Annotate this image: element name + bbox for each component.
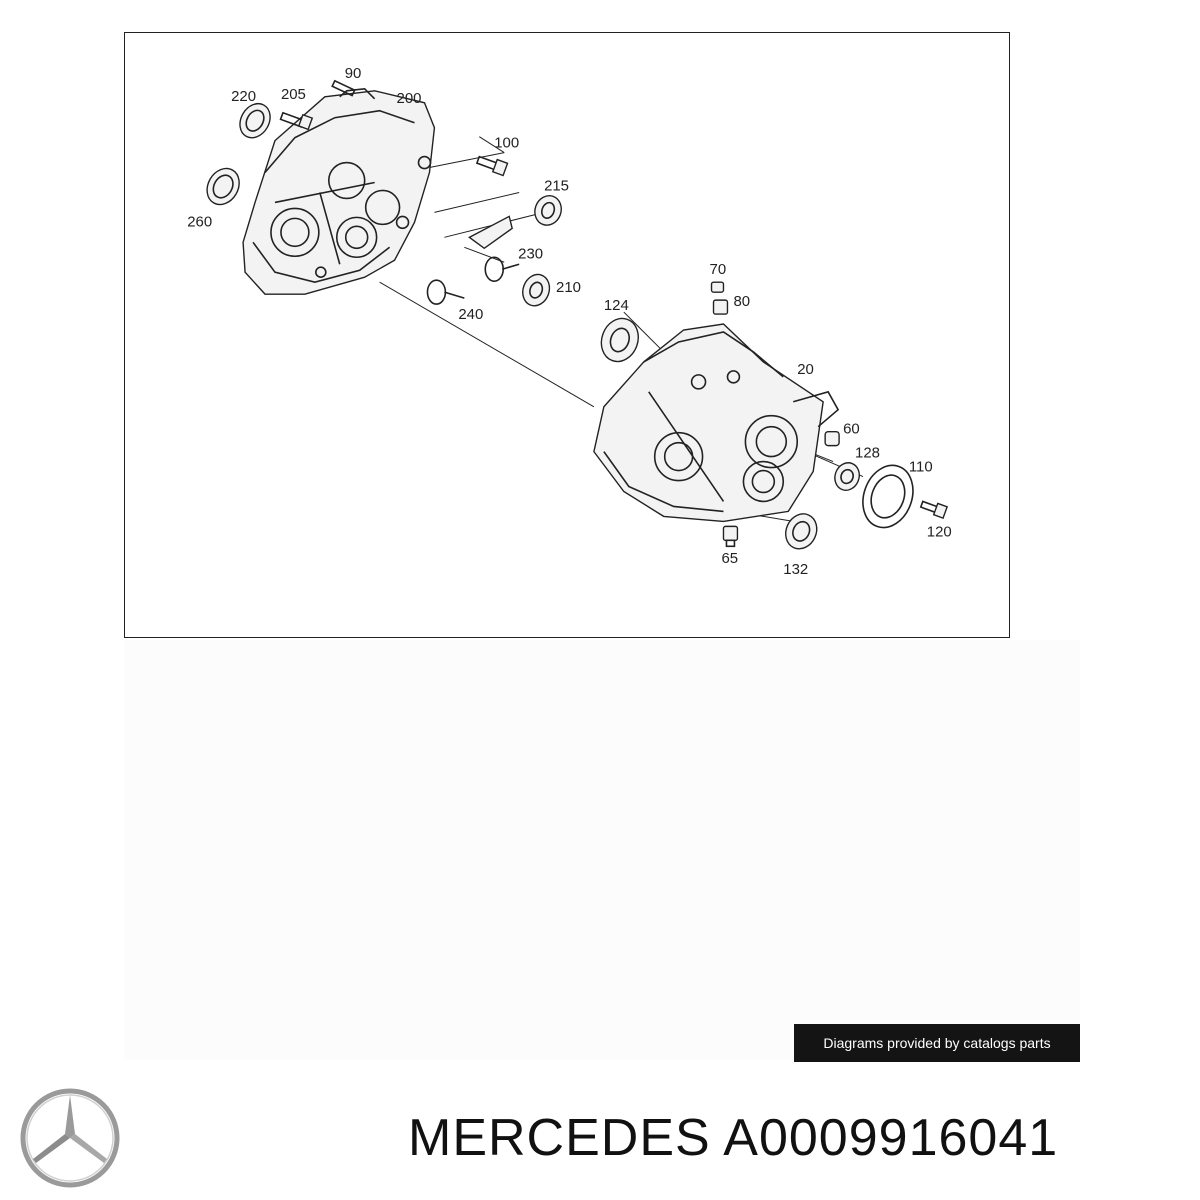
seal-220 xyxy=(239,102,271,139)
callout-230: 230 xyxy=(518,245,543,262)
callout-70: 70 xyxy=(710,261,727,278)
bearing-215 xyxy=(534,194,562,226)
pin-90 xyxy=(331,79,356,97)
background-panel xyxy=(124,640,1080,1060)
nut-65 xyxy=(722,525,739,548)
transmission-case-20 xyxy=(593,323,840,523)
shim-240 xyxy=(426,279,465,305)
sleeve-70 xyxy=(710,281,725,293)
callout-215: 215 xyxy=(544,177,569,194)
callout-110: 110 xyxy=(909,459,933,476)
cover-110 xyxy=(862,464,914,529)
callout-210: 210 xyxy=(556,279,581,296)
plate-230 xyxy=(468,215,520,282)
mercedes-star-icon xyxy=(20,1088,120,1188)
callout-220: 220 xyxy=(231,88,256,105)
callout-240: 240 xyxy=(458,306,483,323)
callout-120: 120 xyxy=(927,523,952,540)
seal-132 xyxy=(784,513,818,550)
bolt-205 xyxy=(279,111,314,131)
credit-badge: Diagrams provided by catalogs parts xyxy=(794,1024,1080,1062)
callout-132: 132 xyxy=(783,561,808,578)
callout-124: 124 xyxy=(604,297,629,314)
callout-100: 100 xyxy=(494,135,519,152)
callout-260: 260 xyxy=(187,213,212,230)
part-title: MERCEDES A0009916041 xyxy=(408,1109,1059,1167)
callout-128: 128 xyxy=(855,445,880,462)
diagram-canvas: 90 220 205 200 100 260 215 230 210 240 7… xyxy=(187,65,951,578)
bolt-100 xyxy=(475,155,509,177)
bolt-120 xyxy=(919,500,949,519)
sleeve-80 xyxy=(712,299,729,315)
callout-65: 65 xyxy=(721,550,738,567)
callout-200: 200 xyxy=(397,90,422,107)
clutch-housing-200 xyxy=(242,87,436,295)
plug-60 xyxy=(824,430,840,447)
bearing-210 xyxy=(522,273,551,307)
bearing-124 xyxy=(600,317,639,363)
callout-90: 90 xyxy=(345,65,362,82)
callout-60: 60 xyxy=(843,421,860,438)
exploded-parts-diagram: 90 220 205 200 100 260 215 230 210 240 7… xyxy=(124,32,1010,638)
seal-260 xyxy=(206,167,240,206)
callout-205: 205 xyxy=(281,86,306,103)
bearing-128 xyxy=(834,462,860,491)
callout-labels: 90 220 205 200 100 260 215 230 210 240 7… xyxy=(187,65,951,578)
callout-80: 80 xyxy=(733,293,750,310)
callout-20: 20 xyxy=(797,361,814,378)
